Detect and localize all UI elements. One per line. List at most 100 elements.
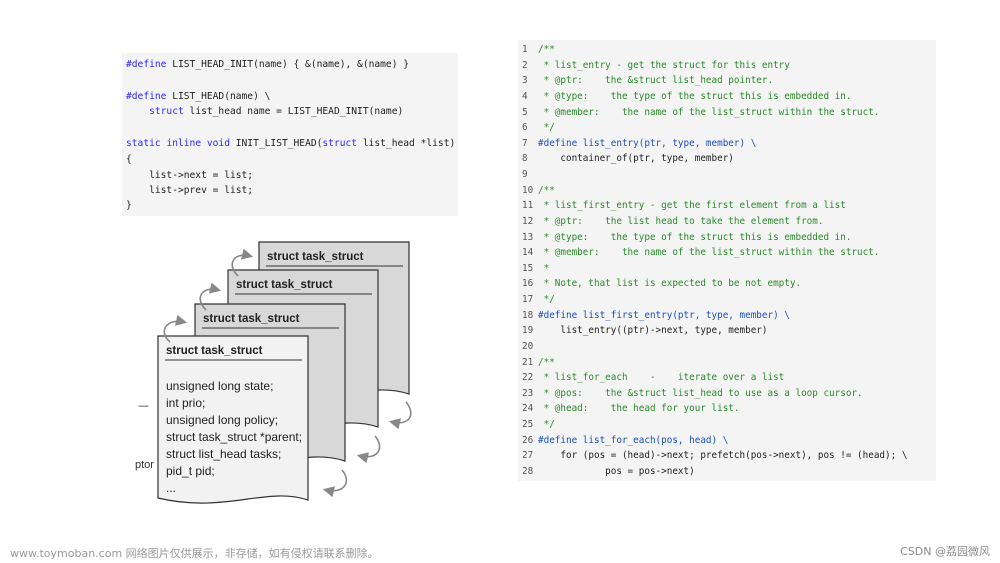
list-entry-code-panel: 1 /** 2 * list_entry - get the struct for … xyxy=(518,40,936,481)
line-number: 14 xyxy=(522,247,534,259)
code-line: #define LIST_HEAD_INIT(name) { &(name), … xyxy=(126,59,409,71)
code-text: pos = pos->next) xyxy=(538,466,695,477)
code-line: 22 * list_for_each - iterate over a list xyxy=(518,370,936,386)
line-number: 2 xyxy=(522,59,528,71)
code-line: 5 * @member: the name of the list_struct… xyxy=(518,105,936,121)
code-line: 27 for (pos = (head)->next; prefetch(pos… xyxy=(518,448,936,464)
line-number: 22 xyxy=(522,372,534,384)
code-line: 14 * @member: the name of the list_struc… xyxy=(518,245,936,261)
line-number: 15 xyxy=(522,262,534,274)
struct-field: ... xyxy=(166,481,176,495)
code-text: * list_first_entry - get the first eleme… xyxy=(538,200,846,212)
code-line: { xyxy=(126,154,132,166)
code-text: * @head: the head for your list. xyxy=(538,403,740,415)
watermark-right: CSDN @荔园微风 xyxy=(900,545,990,558)
code-line: 19 list_entry((ptr)->next, type, member) xyxy=(518,323,936,339)
code-line: 13 * @type: the type of the struct this … xyxy=(518,230,936,246)
line-number: 9 xyxy=(522,169,528,181)
line-number: 27 xyxy=(522,450,534,462)
line-number: 18 xyxy=(522,309,534,321)
code-text: /** xyxy=(538,356,555,368)
code-token: struct xyxy=(149,106,184,117)
struct-field: struct task_struct *parent; xyxy=(166,430,302,444)
code-text: * @ptr: the list head to take the elemen… xyxy=(538,215,824,227)
code-line: static inline void INIT_LIST_HEAD(struct… xyxy=(126,138,455,150)
line-number: 28 xyxy=(522,466,534,477)
line-number: 4 xyxy=(522,90,528,102)
code-line: 15 * xyxy=(518,261,936,277)
code-line: 2 * list_entry - get the struct for this… xyxy=(518,58,936,74)
list-link-arrow xyxy=(163,314,188,343)
code-token: list_head *list) xyxy=(357,138,456,149)
watermark-left: www.toymoban.com 网络图片仅供展示，非存储，如有侵权请联系删除。 xyxy=(10,547,379,560)
code-token: #define xyxy=(126,91,167,102)
line-number: 12 xyxy=(522,215,534,227)
code-line: 9 xyxy=(518,167,936,183)
card-shape xyxy=(157,335,309,504)
line-number: 11 xyxy=(522,200,534,212)
code-token: inline xyxy=(166,138,202,149)
line-number: 7 xyxy=(522,137,528,149)
code-line: 4 * @type: the type of the struct this i… xyxy=(518,89,936,105)
line-number: 21 xyxy=(522,356,534,368)
code-token: { xyxy=(126,154,132,165)
code-line: 7#define list_entry(ptr, type, member) \ xyxy=(518,136,936,152)
struct-field: pid_t pid; xyxy=(166,464,215,478)
code-line: 25 */ xyxy=(518,417,936,433)
code-line: 23 * @pos: the &struct list_head to use … xyxy=(518,386,936,402)
code-line: } xyxy=(126,200,132,212)
code-text: /** xyxy=(538,44,555,55)
code-text: /** xyxy=(538,184,555,196)
code-token: LIST_HEAD_INIT(name) { &(name), &(name) … xyxy=(166,59,410,70)
line-number: 3 xyxy=(522,75,528,87)
code-text: container_of(ptr, type, member) xyxy=(538,153,734,165)
code-text: * @member: the name of the list_struct w… xyxy=(538,106,880,118)
code-text: * Note, that list is expected to be not … xyxy=(538,278,802,290)
line-number: 23 xyxy=(522,387,534,399)
code-token: list->next = list; xyxy=(126,170,254,181)
struct-field: int prio; xyxy=(166,396,205,410)
code-line: 8 container_of(ptr, type, member) xyxy=(518,151,936,167)
code-line: 28 pos = pos->next) xyxy=(518,464,936,480)
side-label-fragment: ptor xyxy=(135,459,154,471)
line-number: 20 xyxy=(522,340,534,352)
code-line: 17 */ xyxy=(518,292,936,308)
code-text: * @type: the type of the struct this is … xyxy=(538,231,852,243)
line-number: 10 xyxy=(522,184,534,196)
code-line: struct list_head name = LIST_HEAD_INIT(n… xyxy=(126,106,403,118)
code-token: INIT_LIST_HEAD( xyxy=(229,138,323,149)
card-title: struct task_struct xyxy=(267,251,364,263)
list-link-arrow xyxy=(356,435,381,464)
code-text: * @type: the type of the struct this is … xyxy=(538,90,852,102)
line-number: 6 xyxy=(522,122,528,134)
code-token: } xyxy=(126,200,132,211)
code-text: * @ptr: the &struct list_head pointer. xyxy=(538,75,774,87)
code-line: 21 /** xyxy=(518,355,936,371)
line-number: 13 xyxy=(522,231,534,243)
struct-field: struct list_head tasks; xyxy=(166,447,281,461)
code-text: * @member: the name of the list_struct w… xyxy=(538,247,880,259)
list-link-arrow xyxy=(322,469,348,498)
line-number: 17 xyxy=(522,294,534,306)
code-line: 11 * list_first_entry - get the first el… xyxy=(518,198,936,214)
code-token: static xyxy=(126,138,161,149)
card-title: struct task_struct xyxy=(236,279,333,291)
code-text: * list_entry - get the struct for this e… xyxy=(538,59,790,71)
list-link-arrow xyxy=(231,248,254,277)
struct-field: unsigned long policy; xyxy=(166,413,278,427)
code-text: * @pos: the &struct list_head to use as … xyxy=(538,387,863,399)
line-number: 1 xyxy=(522,44,528,55)
line-number: 5 xyxy=(522,106,528,118)
list-link-arrow xyxy=(388,401,412,430)
code-line: list->prev = list; xyxy=(126,185,253,197)
code-line: 16 * Note, that list is expected to be n… xyxy=(518,276,936,292)
code-text: #define list_first_entry(ptr, type, memb… xyxy=(538,309,790,321)
code-text: */ xyxy=(538,294,555,306)
code-token: list->prev = list; xyxy=(126,185,254,196)
code-token: LIST_HEAD(name) \ xyxy=(166,91,271,102)
line-number: 19 xyxy=(522,325,534,337)
code-text: */ xyxy=(538,122,555,134)
code-text: * list_for_each - iterate over a list xyxy=(538,372,785,384)
